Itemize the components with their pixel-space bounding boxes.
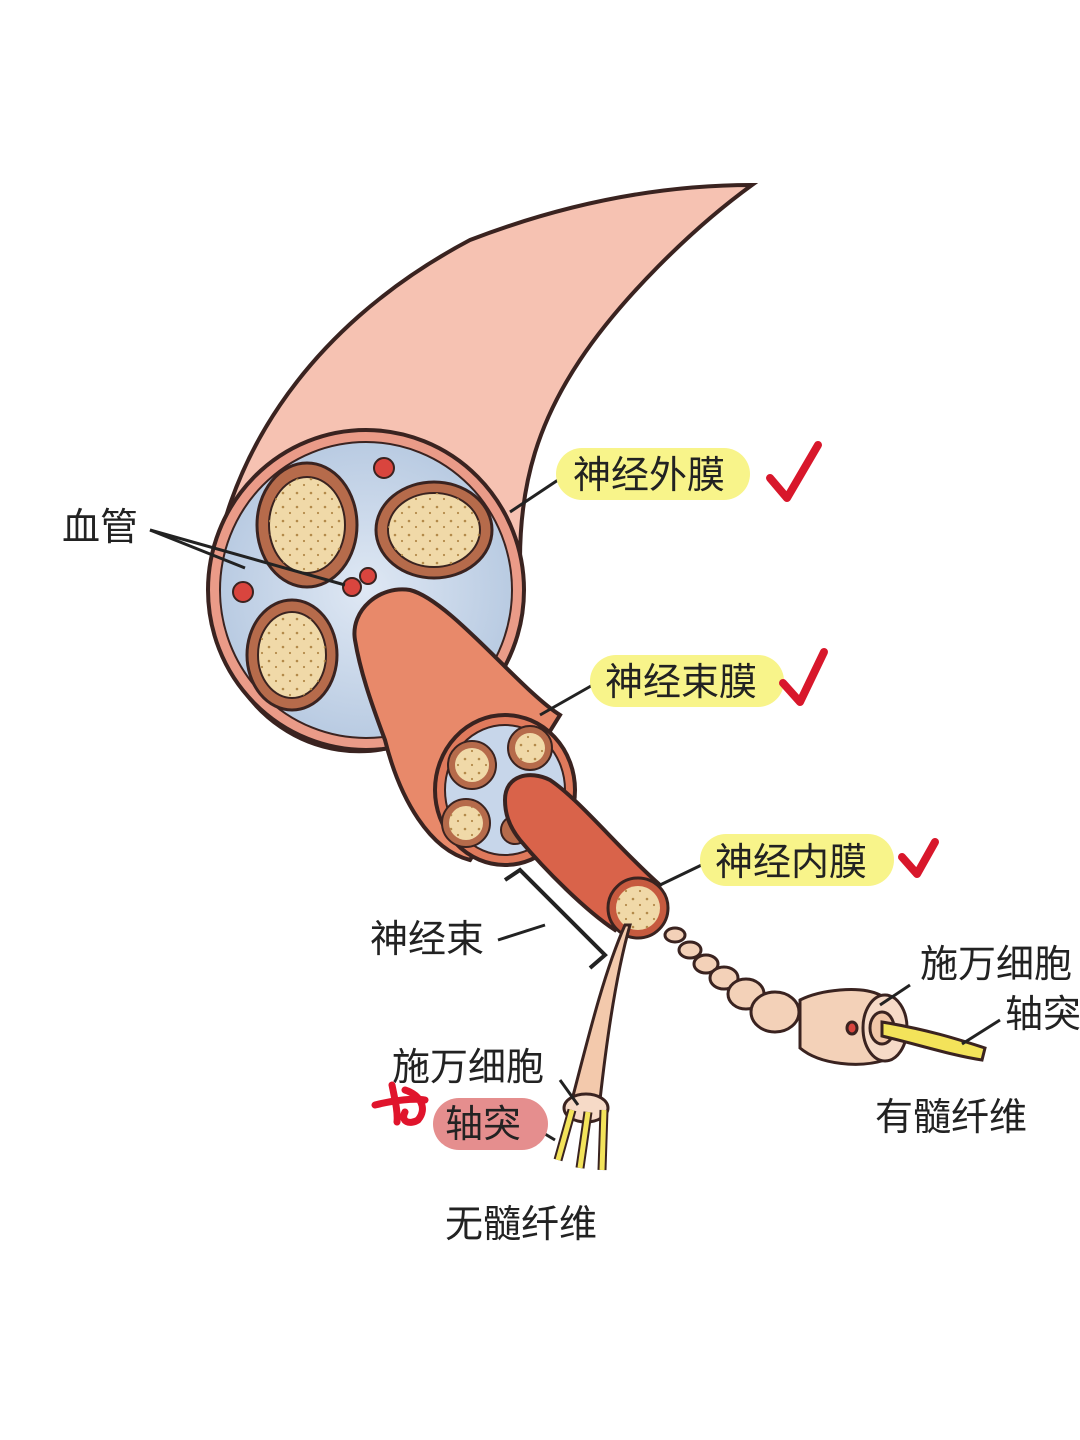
label-epineurium: 神经外膜 <box>573 453 725 497</box>
label-perineurium: 神经束膜 <box>605 660 757 704</box>
fascicle-bottom-left <box>247 600 337 710</box>
label-axon-left: 轴突 <box>445 1102 521 1146</box>
label-schwann-left: 施万细胞 <box>392 1045 544 1089</box>
label-blood-vessel: 血管 <box>62 505 138 549</box>
unmyelinated-fiber <box>558 925 630 1170</box>
red-scribble-icon <box>375 1085 425 1122</box>
label-myelinated-fiber: 有髓纤维 <box>875 1095 1027 1139</box>
fascicle-top-left <box>257 463 357 587</box>
label-unmyelinated-fiber: 无髓纤维 <box>445 1202 597 1246</box>
label-fascicle: 神经束 <box>370 917 484 961</box>
label-schwann-right: 施万细胞 <box>920 942 1072 986</box>
fascicle-top-right <box>376 482 492 578</box>
checkmark-icon <box>902 842 935 874</box>
label-axon-right: 轴突 <box>1005 992 1080 1036</box>
checkmark-icon <box>783 652 824 702</box>
checkmark-icon <box>770 445 818 498</box>
label-endoneurium: 神经内膜 <box>715 840 867 884</box>
